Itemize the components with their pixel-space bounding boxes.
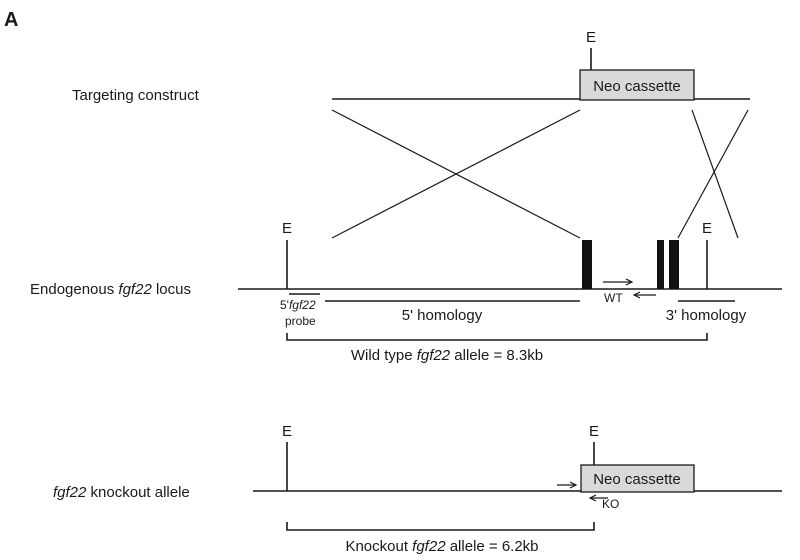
exon-3: [669, 240, 679, 289]
ko-primer-label: KO: [602, 497, 619, 511]
wt-forward-primer-arrowhead: [625, 278, 634, 286]
exon-2: [657, 240, 664, 289]
homology-label-3prime: 3' homology: [666, 307, 747, 324]
ko-ecori-site-right: E: [589, 423, 599, 440]
probe-label-line2: probe: [285, 314, 316, 328]
locus-ecori-site-left: E: [282, 220, 292, 237]
crossover-line-5prime-b: [331, 109, 581, 239]
homology-label-5prime: 5' homology: [402, 307, 483, 324]
ko-reverse-primer-arrowhead: [588, 494, 597, 502]
endogenous-locus-label: Endogenous fgf22 locus: [30, 281, 191, 298]
knockout-allele-size: Knockout fgf22 allele = 6.2kb: [345, 538, 538, 555]
ko-neo-cassette-box: [580, 464, 695, 493]
ko-ecori-site-left: E: [282, 423, 292, 440]
wt-primer-label: WT: [604, 291, 623, 305]
targeting-construct-label: Targeting construct: [72, 87, 200, 104]
crossover-line-3prime-b: [677, 109, 749, 239]
wild-type-allele-bracket: [286, 333, 708, 341]
panel-label: A: [4, 9, 18, 31]
ko-neo-cassette-label: Neo cassette: [593, 471, 681, 488]
wt-reverse-primer-arrowhead: [632, 291, 641, 299]
knockout-allele-bracket: [286, 522, 595, 531]
knockout-allele-label: fgf22 knockout allele: [53, 484, 190, 501]
probe-label: 5'fgf22: [280, 298, 316, 312]
wild-type-allele-size: Wild type fgf22 allele = 8.3kb: [351, 347, 543, 364]
crossover-line-3prime-a: [691, 109, 739, 239]
construct-ecori-site: E: [586, 29, 596, 46]
ko-forward-primer-arrowhead: [569, 481, 578, 489]
exon-1: [582, 240, 592, 289]
construct-neo-cassette-box: [579, 69, 695, 101]
construct-neo-cassette-label: Neo cassette: [593, 78, 681, 95]
locus-ecori-site-right: E: [702, 220, 712, 237]
